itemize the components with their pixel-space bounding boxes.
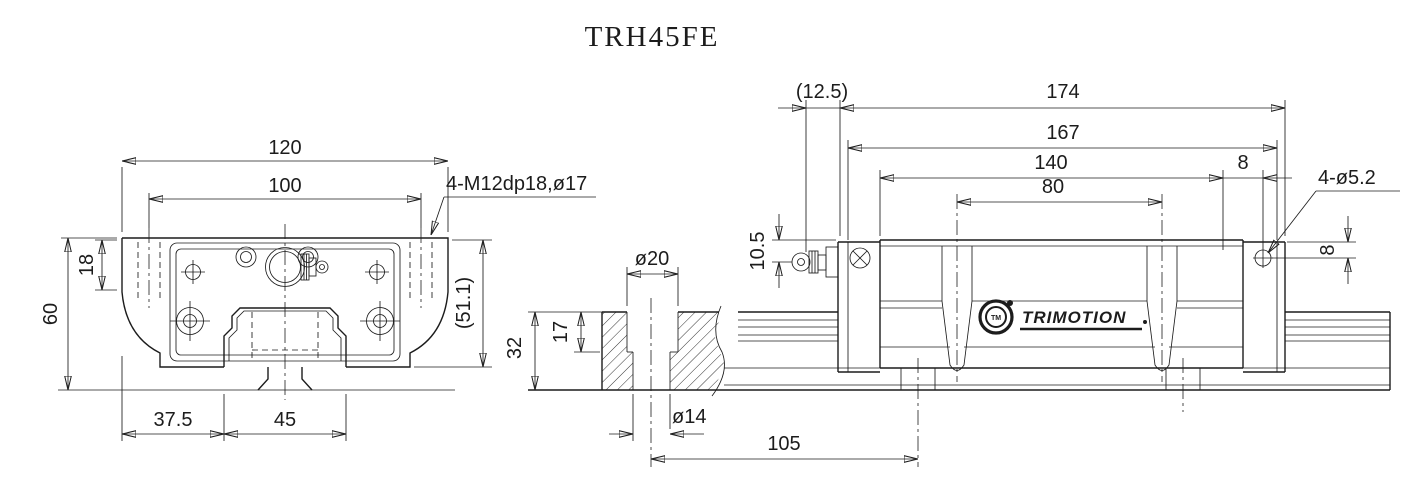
dim-counterbore-dia: ø20: [626, 248, 679, 306]
svg-text:17: 17: [550, 321, 572, 343]
dim-hole-pitch: 80: [957, 176, 1162, 202]
flange-hole-hidden-right: [409, 228, 433, 308]
dim-ref-height: (51.1): [414, 239, 492, 368]
svg-text:4-M12dp18,ø17: 4-M12dp18,ø17: [446, 173, 587, 195]
logo-brand-text: TRIMOTION: [1022, 308, 1126, 327]
dim-edge-to-rail: 37.5: [121, 356, 225, 441]
bolt-hole-lower-left: [170, 301, 210, 341]
rail-section: [601, 298, 725, 467]
svg-text:ø14: ø14: [672, 406, 706, 428]
leader-end-holes: 4-ø5.2: [1268, 167, 1400, 253]
svg-text:140: 140: [1034, 152, 1067, 174]
dim-counterbore-depth: 17: [550, 312, 600, 353]
svg-text:120: 120: [268, 137, 301, 159]
svg-text:4-ø5.2: 4-ø5.2: [1318, 167, 1376, 189]
dim-width-outer: 120: [121, 137, 449, 232]
svg-text:10.5: 10.5: [747, 232, 769, 271]
dim-end-to-hole: 8: [1223, 152, 1292, 248]
svg-text:(12.5): (12.5): [796, 81, 848, 103]
brand-logo: TM TRIMOTION: [978, 299, 1147, 335]
dim-rail-height: 32: [504, 311, 604, 390]
svg-text:105: 105: [767, 433, 800, 455]
dim-total-length: 174: [840, 81, 1286, 236]
break-line: [711, 305, 725, 397]
rail-profile: [223, 307, 347, 363]
dim-nipple-height: 10.5: [747, 214, 836, 288]
grease-nipple-side: [791, 246, 839, 278]
svg-text:ø20: ø20: [635, 248, 669, 270]
svg-text:100: 100: [268, 175, 301, 197]
bolt-pocket-left: [941, 194, 973, 382]
end-hole-target: [1253, 248, 1273, 268]
svg-text:8: 8: [1317, 244, 1339, 255]
dim-flange-height: 18: [76, 239, 117, 291]
dim-bolt-hole-dia: ø14: [609, 394, 706, 441]
pin-hole-left: [181, 260, 205, 284]
svg-text:167: 167: [1046, 122, 1079, 144]
bolt-hole-lower-right: [360, 301, 400, 341]
svg-text:8: 8: [1237, 152, 1248, 174]
dim-body-length: 140: [879, 152, 1224, 250]
logo-emblem-text: TM: [991, 315, 1001, 322]
end-plate-right-side: [1243, 241, 1286, 373]
end-plate-screw-icon: [849, 247, 871, 269]
pin-hole-right: [365, 260, 389, 284]
dim-rail-hole-pitch: 105: [651, 433, 918, 459]
dim-hole-edge: 8: [1272, 216, 1356, 284]
dim-seal-length: 167: [847, 122, 1278, 240]
rail-base: [528, 358, 1390, 467]
grease-port: [235, 246, 319, 287]
svg-text:(51.1): (51.1): [453, 277, 475, 329]
rail-foot: [257, 367, 313, 391]
grease-nipple-front: [300, 253, 329, 281]
dim-total-height: 60: [40, 237, 117, 390]
svg-text:80: 80: [1042, 176, 1064, 198]
rail-side-right: [1285, 311, 1391, 390]
dim-nipple-proj: (12.5): [778, 81, 848, 252]
block-body-side: [879, 239, 1244, 369]
block-outline: [121, 237, 449, 368]
rail-profile-inner: [228, 310, 342, 361]
flange-hole-hidden-left: [137, 228, 161, 308]
logo-emblem-icon: [978, 299, 1014, 335]
dim-width-holes: 100: [148, 175, 422, 228]
svg-text:32: 32: [504, 337, 526, 359]
svg-text:60: 60: [40, 303, 62, 325]
svg-text:37.5: 37.5: [154, 409, 193, 431]
bolt-pocket-right: [1146, 194, 1178, 382]
side-view: TM TRIMOTION (12.5) 174 167 140: [504, 81, 1400, 467]
end-plate-left-side: [837, 241, 880, 373]
svg-text:174: 174: [1046, 81, 1079, 103]
rail-side-left: [738, 311, 838, 342]
front-view: 120 100 4-M12dp18,ø17 18 60 37.5: [40, 137, 596, 441]
svg-text:45: 45: [274, 409, 296, 431]
leader-mount-holes: 4-M12dp18,ø17: [431, 173, 596, 235]
svg-text:18: 18: [76, 254, 98, 276]
dim-rail-width: 45: [224, 394, 347, 441]
drawing-title: TRH45FE: [585, 21, 720, 53]
